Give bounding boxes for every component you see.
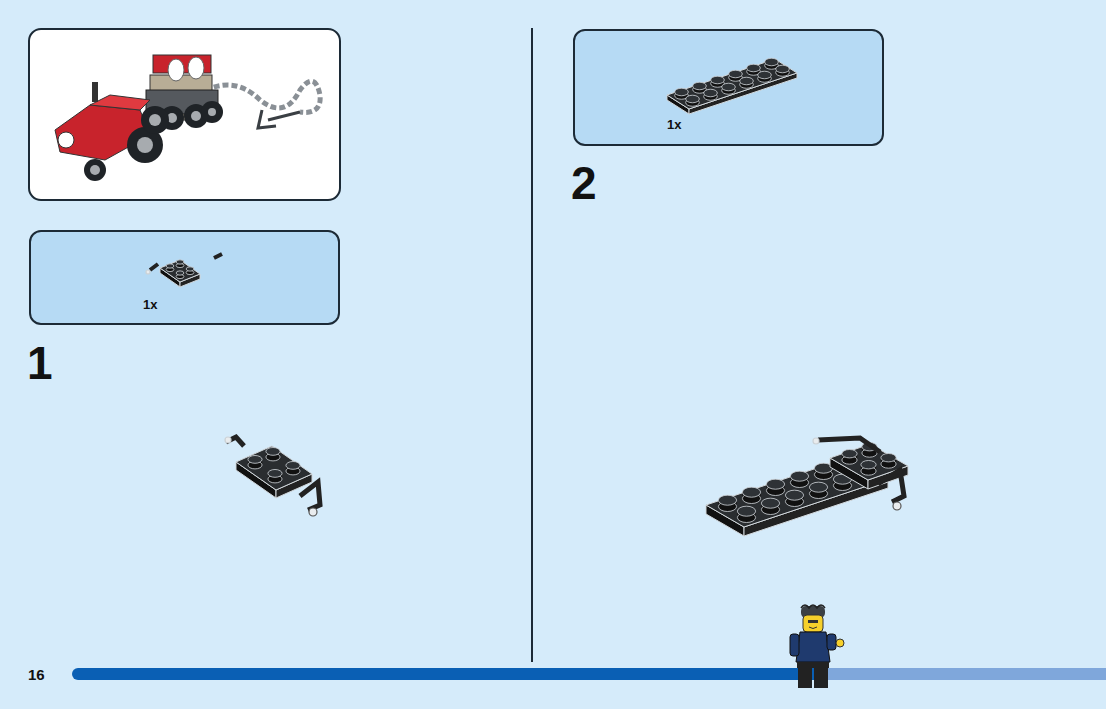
brick-parts <box>160 58 908 536</box>
brick-parts <box>166 264 174 268</box>
brick-parts <box>766 479 784 489</box>
step-number: 2 <box>571 160 597 206</box>
brick-parts <box>785 490 803 500</box>
tractor-model <box>201 101 223 123</box>
tractor-model <box>84 159 106 181</box>
brick-parts <box>160 260 200 287</box>
wheel-holder <box>818 438 880 452</box>
brick-parts <box>830 443 908 489</box>
brick-parts <box>776 65 790 73</box>
brick-parts <box>160 260 200 282</box>
callout-fill <box>30 231 339 324</box>
brick-parts <box>809 482 827 492</box>
brick-parts <box>704 89 718 97</box>
minifigure <box>798 668 812 688</box>
tractor-model <box>168 59 184 81</box>
wheel-holder <box>309 508 317 516</box>
brick-parts <box>248 455 262 463</box>
brick-parts <box>236 446 312 498</box>
page-divider <box>531 28 533 662</box>
brick-parts <box>790 471 808 481</box>
wheel-holder <box>150 254 222 270</box>
brick-parts <box>842 450 857 458</box>
brick-parts <box>689 73 797 114</box>
wheel-holder <box>146 254 904 516</box>
minifigure <box>814 668 828 688</box>
progress-bar <box>820 668 1106 680</box>
minifigure <box>827 634 836 650</box>
brick-parts <box>747 64 761 72</box>
step-number: 1 <box>27 340 53 386</box>
wheel-holder <box>225 437 231 443</box>
part-quantity: 1x <box>143 298 157 312</box>
brick-parts <box>742 487 760 497</box>
minifigure <box>796 632 830 662</box>
wheel-holder <box>813 438 819 444</box>
tractor-model <box>258 110 300 128</box>
wheel-holder <box>226 437 244 446</box>
brick-parts <box>686 95 700 103</box>
tractor-model <box>90 95 150 110</box>
page-number: 16 <box>28 667 45 682</box>
wheel-holder <box>146 270 150 274</box>
brick-parts <box>693 82 707 90</box>
minifigure <box>803 615 823 632</box>
tractor-model <box>58 132 74 148</box>
brick-parts <box>729 70 743 78</box>
tractor-model <box>149 114 161 126</box>
parts-callout: 1x <box>573 29 884 146</box>
tractor-model <box>208 108 216 116</box>
part-quantity: 1x <box>667 118 681 132</box>
brick-parts <box>266 447 280 455</box>
preview-panel <box>29 29 340 200</box>
minifigure <box>809 627 817 629</box>
tractor-model <box>92 82 98 102</box>
wheel-holder <box>893 502 901 510</box>
minifigure <box>790 634 799 656</box>
brick-parts <box>675 88 689 96</box>
minifigure <box>801 605 825 608</box>
brick-parts <box>761 498 779 508</box>
callout-fill <box>574 30 883 145</box>
brick-parts <box>861 461 876 469</box>
brick-parts <box>268 469 282 477</box>
brick-parts <box>667 58 797 114</box>
brick-parts <box>765 58 779 66</box>
brick-parts <box>176 271 184 275</box>
brick-parts <box>176 260 184 264</box>
brick-parts <box>718 495 736 505</box>
tractor-model <box>55 55 320 181</box>
brick-parts <box>286 461 300 469</box>
tractor-model <box>141 106 169 134</box>
brick-parts <box>186 267 194 271</box>
brick-parts <box>758 71 772 79</box>
brick-parts <box>881 454 896 462</box>
wheel-holder <box>878 470 904 502</box>
minifigure <box>836 639 844 647</box>
wheel-holder <box>300 482 320 510</box>
minifigure <box>797 662 829 668</box>
minifigure <box>808 620 818 623</box>
minifigure <box>790 605 844 688</box>
brick-parts <box>711 76 725 84</box>
brick-parts <box>737 506 755 516</box>
tractor-model <box>90 165 100 175</box>
progress-bar <box>72 668 832 680</box>
tractor-model <box>188 57 204 79</box>
brick-parts <box>740 77 754 85</box>
tractor-model <box>191 111 201 121</box>
tractor-model <box>137 137 153 153</box>
parts-callout: 1x <box>29 230 340 325</box>
brick-parts <box>236 446 312 490</box>
brick-parts <box>667 59 797 109</box>
brick-parts <box>722 83 736 91</box>
